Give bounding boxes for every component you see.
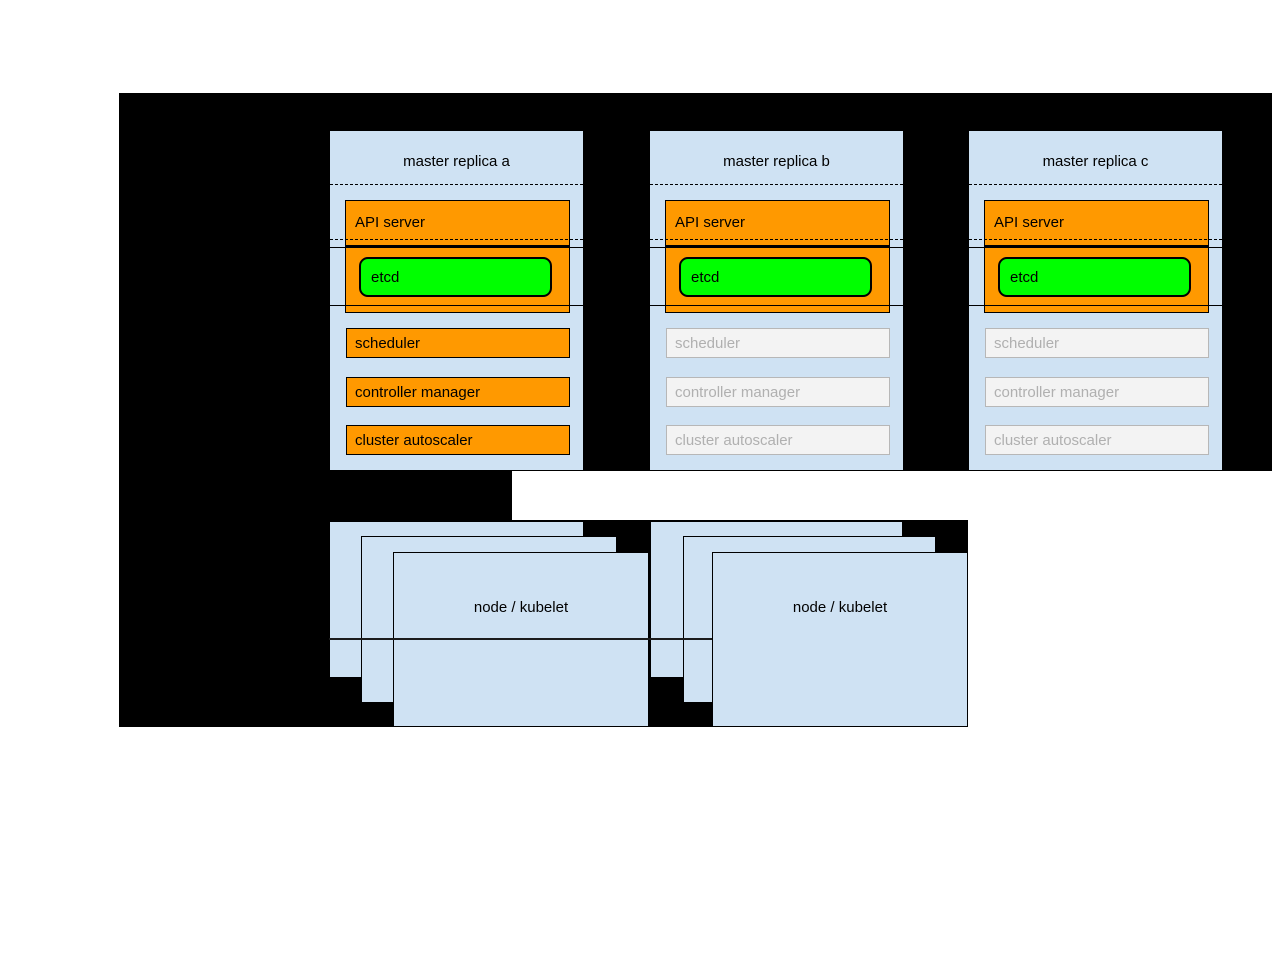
node-divider-line xyxy=(329,638,712,640)
etcd-label: etcd xyxy=(371,269,400,286)
etcd-label: etcd xyxy=(691,269,720,286)
cluster-autoscaler-label: cluster autoscaler xyxy=(355,432,473,449)
dashed-separator xyxy=(650,239,903,240)
node-stack-2-front-box: node / kubelet xyxy=(712,552,968,727)
api-server-label: API server xyxy=(994,214,1065,231)
controller-manager-box: controller manager xyxy=(985,377,1209,407)
solid-separator xyxy=(650,247,903,248)
cluster-autoscaler-box: cluster autoscaler xyxy=(346,425,570,455)
etcd-label: etcd xyxy=(1010,269,1039,286)
solid-separator xyxy=(969,305,1222,306)
master-replica-c-title: master replica c xyxy=(1042,153,1149,170)
api-server-box: API server xyxy=(665,200,890,246)
dashed-separator xyxy=(330,184,583,185)
cluster-autoscaler-box: cluster autoscaler xyxy=(666,425,890,455)
dashed-separator xyxy=(650,184,903,185)
controller-manager-box: controller manager xyxy=(346,377,570,407)
api-server-label: API server xyxy=(675,214,746,231)
cluster-autoscaler-box: cluster autoscaler xyxy=(985,425,1209,455)
controller-manager-box: controller manager xyxy=(666,377,890,407)
cluster-autoscaler-label: cluster autoscaler xyxy=(994,432,1112,449)
scheduler-label: scheduler xyxy=(355,335,421,352)
node-kubelet-title: node / kubelet xyxy=(792,599,888,616)
dashed-separator xyxy=(969,184,1222,185)
api-server-label: API server xyxy=(355,214,426,231)
scheduler-label: scheduler xyxy=(675,335,741,352)
master-replica-a-box: master replica a API server etcd schedul… xyxy=(329,130,584,471)
api-server-box: API server xyxy=(984,200,1209,246)
master-replica-a-title: master replica a xyxy=(403,153,510,170)
scheduler-label: scheduler xyxy=(994,335,1060,352)
scheduler-box: scheduler xyxy=(666,328,890,358)
dashed-separator xyxy=(330,239,583,240)
master-replica-b-title: master replica b xyxy=(723,153,830,170)
cluster-autoscaler-label: cluster autoscaler xyxy=(675,432,793,449)
controller-manager-label: controller manager xyxy=(994,384,1120,401)
etcd-box: etcd xyxy=(679,257,872,297)
controller-manager-label: controller manager xyxy=(675,384,801,401)
solid-separator xyxy=(969,247,1222,248)
master-replica-b-box: master replica b API server etcd schedul… xyxy=(649,130,904,471)
api-server-box: API server xyxy=(345,200,570,246)
node-kubelet-title: node / kubelet xyxy=(473,599,569,616)
scheduler-box: scheduler xyxy=(346,328,570,358)
solid-separator xyxy=(650,305,903,306)
controller-manager-label: controller manager xyxy=(355,384,481,401)
solid-separator xyxy=(330,247,583,248)
solid-separator xyxy=(330,305,583,306)
master-replica-c-box: master replica c API server etcd schedul… xyxy=(968,130,1223,471)
dashed-separator xyxy=(969,239,1222,240)
etcd-box: etcd xyxy=(998,257,1191,297)
etcd-box: etcd xyxy=(359,257,552,297)
scheduler-box: scheduler xyxy=(985,328,1209,358)
